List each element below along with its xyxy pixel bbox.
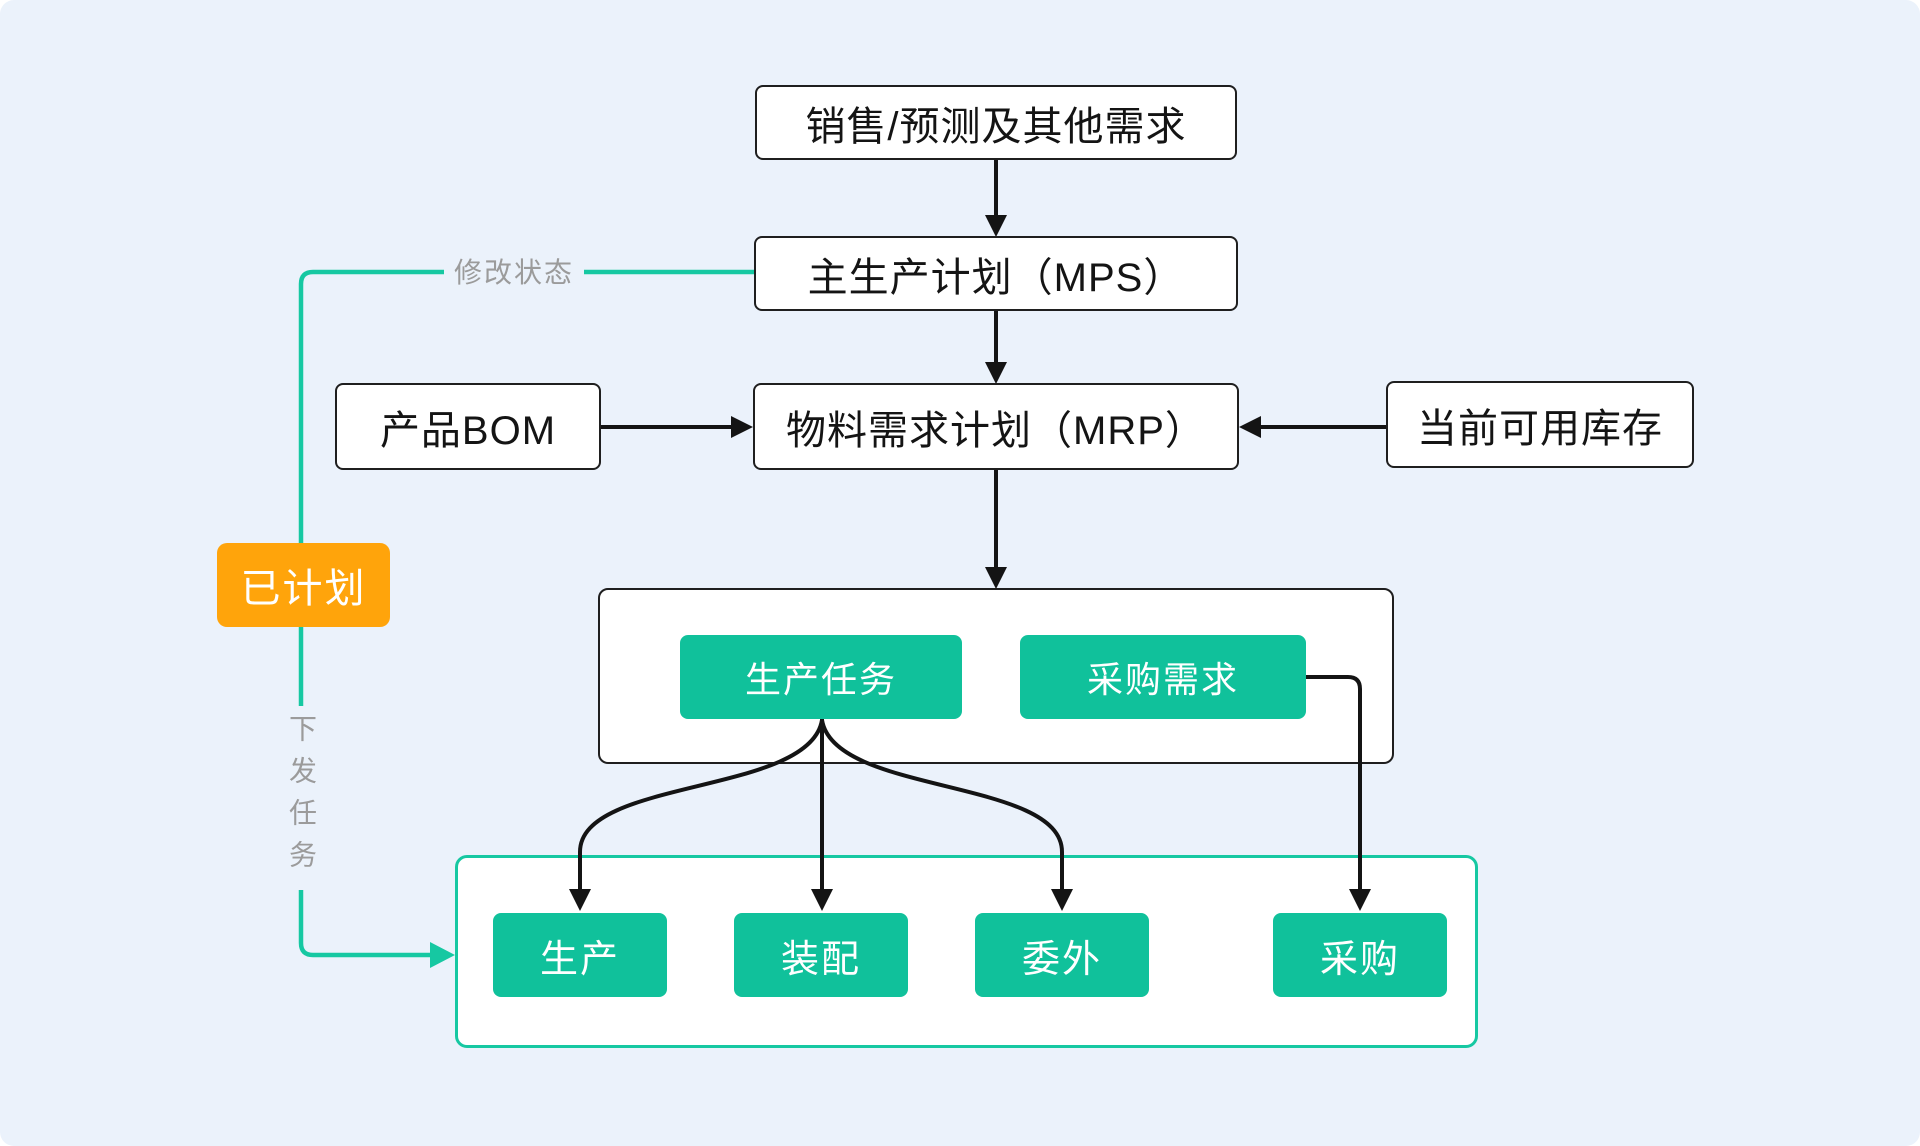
node-outsourcing-label: 委外 xyxy=(1021,938,1102,981)
node-outsourcing: 委外 xyxy=(975,913,1149,997)
arrowhead-bom-to-mrp xyxy=(731,416,753,438)
node-bom: 产品BOM xyxy=(335,383,601,470)
dispatch-task-edge-label: 下发任务 xyxy=(279,706,323,890)
node-mrp-label: 物料需求计划（MRP） xyxy=(786,408,1206,453)
node-production: 生产 xyxy=(493,913,667,997)
arrowhead-inventory-to-mrp xyxy=(1239,416,1261,438)
node-purchase-request-label: 采购需求 xyxy=(1086,659,1239,700)
node-inventory-label: 当前可用库存 xyxy=(1417,406,1663,451)
edge-task-to-outsourcing xyxy=(820,719,1064,889)
arrowhead-task-to-assembly xyxy=(811,889,833,911)
node-inventory: 当前可用库存 xyxy=(1386,381,1694,468)
node-mrp: 物料需求计划（MRP） xyxy=(753,383,1239,470)
node-sales-demand-label: 销售/预测及其他需求 xyxy=(805,104,1187,149)
node-sales-demand: 销售/预测及其他需求 xyxy=(755,85,1237,160)
node-production-task-label: 生产任务 xyxy=(744,659,897,700)
node-purchase-label: 采购 xyxy=(1319,938,1400,981)
modify-status-edge-label-text: 修改状态 xyxy=(454,257,575,288)
node-mps-label: 主生产计划（MPS） xyxy=(807,255,1185,300)
edge-request-to-purchase xyxy=(1306,675,1362,889)
node-assembly: 装配 xyxy=(734,913,908,997)
arrowhead-dispatch xyxy=(430,942,455,968)
planned-status-badge: 已计划 xyxy=(217,543,390,627)
node-production-task: 生产任务 xyxy=(680,635,962,719)
edge-task-to-production xyxy=(578,719,824,889)
node-production-label: 生产 xyxy=(539,938,620,981)
arrowhead-request-to-purchase xyxy=(1349,889,1371,911)
arrowhead-mrp-to-task-pool xyxy=(985,567,1007,589)
node-purchase: 采购 xyxy=(1273,913,1447,997)
arrowhead-mps-to-mrp xyxy=(985,362,1007,384)
arrowhead-task-to-outsourcing xyxy=(1051,889,1073,911)
node-mps: 主生产计划（MPS） xyxy=(754,236,1238,311)
node-purchase-request: 采购需求 xyxy=(1020,635,1306,719)
node-bom-label: 产品BOM xyxy=(379,408,557,453)
modify-status-edge-label: 修改状态 xyxy=(444,250,585,292)
arrowhead-task-to-production xyxy=(569,889,591,911)
node-assembly-label: 装配 xyxy=(780,938,861,981)
arrowhead-sales-to-mps xyxy=(985,215,1007,237)
dispatch-task-edge-label-text: 下发任务 xyxy=(286,714,317,882)
planned-status-badge-label: 已计划 xyxy=(240,567,367,611)
